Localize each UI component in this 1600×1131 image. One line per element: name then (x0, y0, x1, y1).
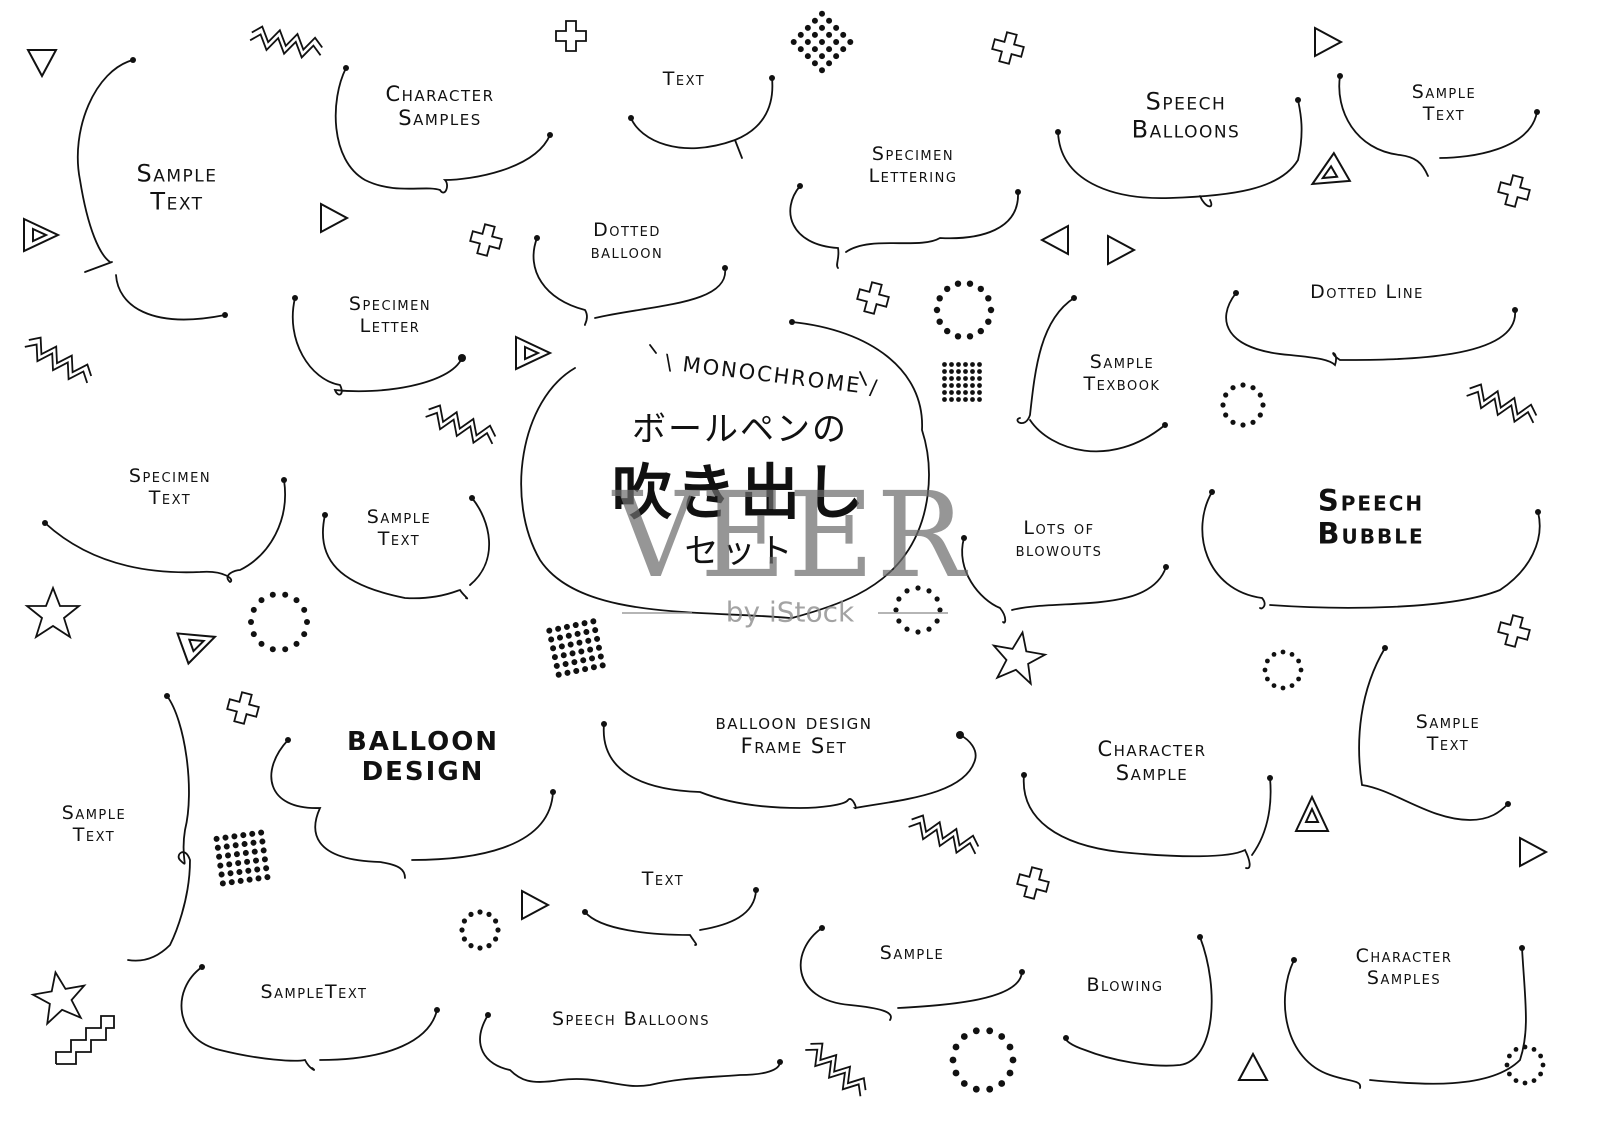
watermark-rule (878, 612, 948, 614)
label-speech-balloons: Speech Balloons (551, 1008, 711, 1031)
label-text: Text (641, 868, 685, 891)
label-sampletext: SampleText (260, 981, 368, 1004)
label-sample: Sample (879, 942, 945, 965)
label-blowing: Blowing (1086, 974, 1164, 997)
label-text: Text (662, 68, 706, 91)
dot-circle-icon (248, 280, 1546, 1093)
watermark-byline: by iStock (725, 595, 855, 629)
balloon-strokes (44, 59, 1541, 1089)
dot-grid-icon (213, 10, 982, 887)
stairs-icon (55, 1015, 115, 1065)
subtitle-jp: セット (684, 531, 796, 572)
label-dotted-line: Dotted Line (1310, 281, 1424, 304)
watermark-rule (622, 612, 692, 614)
heading-jp: 吹き出し (612, 458, 868, 529)
watermark-brand: VEER (612, 466, 968, 604)
balloon-endpoints (42, 57, 1541, 1065)
title-jp: ボールペンの (632, 409, 848, 450)
